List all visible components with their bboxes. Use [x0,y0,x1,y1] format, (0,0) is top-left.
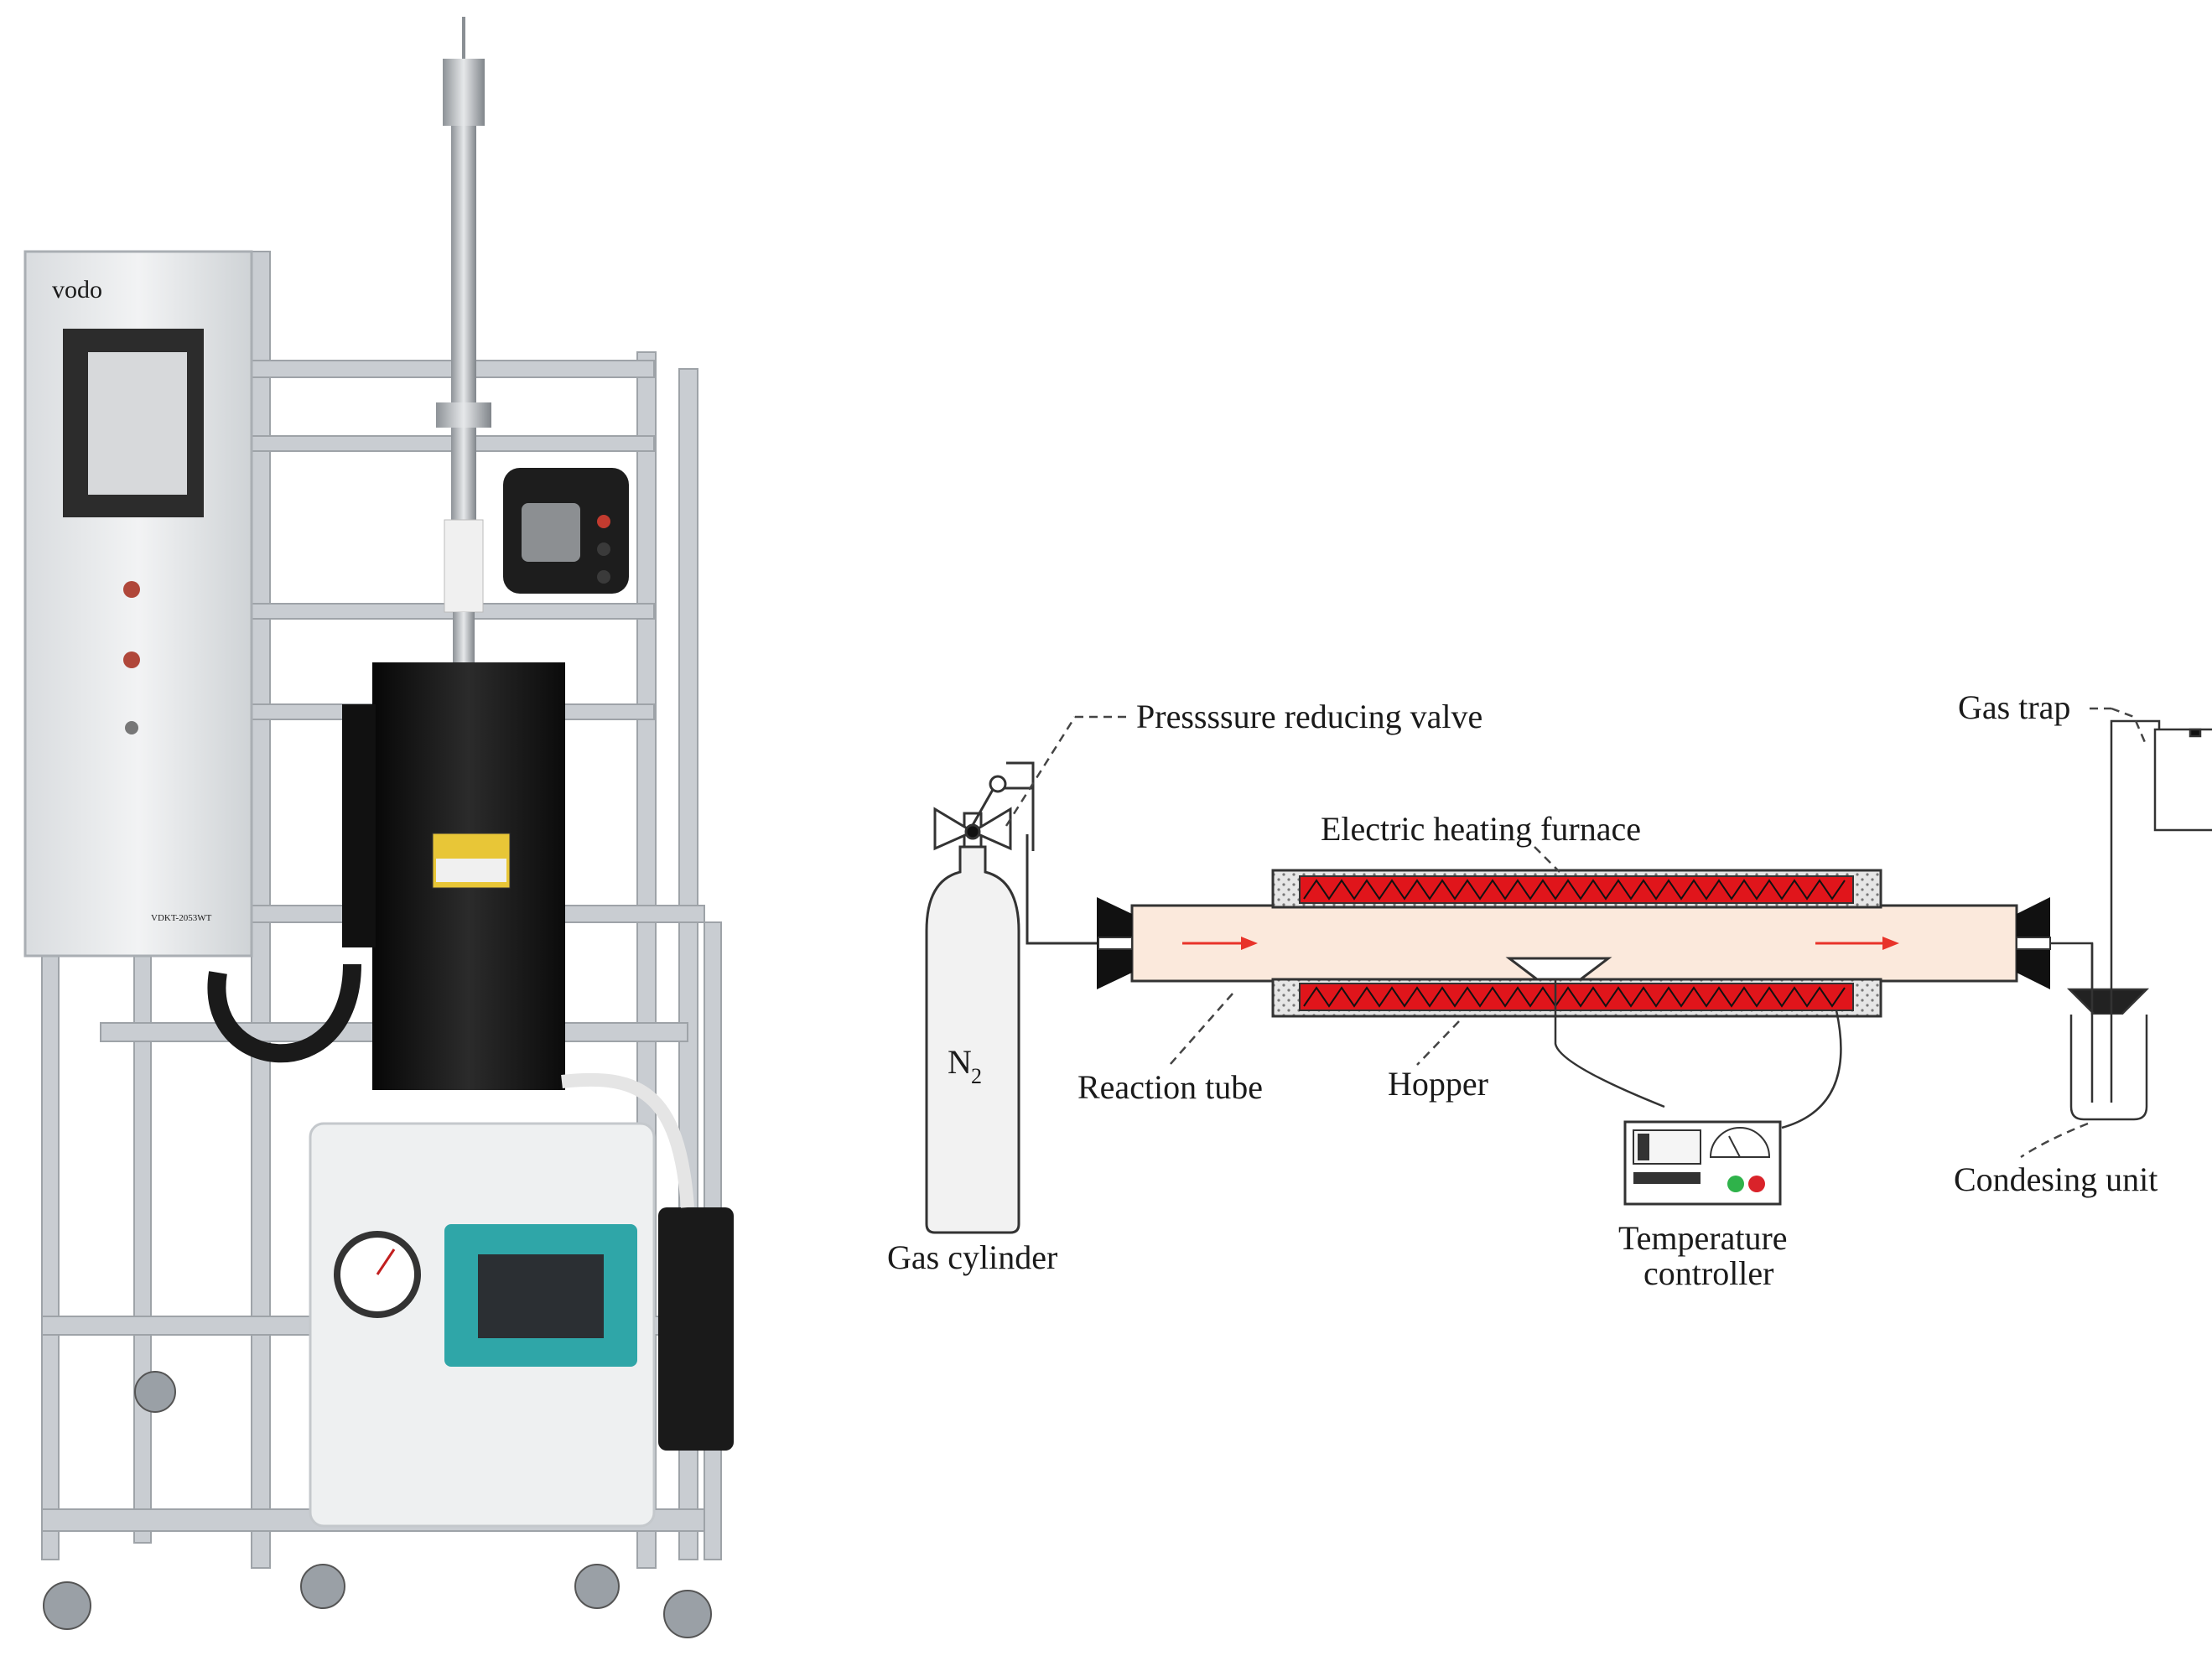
key-switch [125,721,138,734]
temperature-controller [1623,1120,1782,1206]
n2-label: N [948,1043,972,1081]
led-green [1727,1176,1744,1192]
casters [43,1371,712,1638]
leader-line-valve [1005,716,1077,827]
n2-subscript: 2 [971,1064,982,1088]
led-red [1748,1176,1765,1192]
pressure-reducing-valve [933,761,1035,851]
condensing-unit [2066,943,2150,1121]
leader-line-furnace [1534,846,1560,873]
hopper [1505,957,1612,981]
reaction-tube-label: Reaction tube [1077,1068,1263,1106]
gas-trap [2110,719,2212,1040]
tube-furnace [342,662,565,1090]
indicator-lamp [123,651,140,668]
peristaltic-pump [503,468,629,594]
chiller-unit [309,1072,734,1528]
model-plate: VDKT-2053WT [151,913,212,923]
gas-cylinder [925,812,1020,1234]
gas-trap-label: Gas trap [1958,688,2070,726]
flow-arrow-outlet [1815,937,1899,950]
schematic-svg: N 2 Gas cylinder Pressssure reducing val… [887,688,2212,1292]
leader-line-hopper [1416,1020,1460,1066]
cold-trap [658,1207,734,1451]
power-wire [1781,1010,1842,1129]
indicator-lamp [123,581,140,598]
electric-heating-furnace [1271,869,1882,1018]
leader-line-reaction-tube [1169,993,1233,1066]
coolant-hose [207,963,361,1063]
gas-cylinder-label: Gas cylinder [887,1238,1057,1276]
thermocouple-wire [1554,979,1665,1108]
apparatus-illustration: vodo VDKT-2053WT [23,17,734,1638]
schematic-diagram: N 2 Gas cylinder Pressssure reducing val… [839,620,2212,1308]
apparatus-photo: vodo VDKT-2053WT [0,0,788,1657]
temperature-controller-label-line2: controller [1643,1254,1774,1292]
feeder-rod [436,17,491,671]
flow-arrow-inlet [1182,937,1258,950]
condensing-unit-label: Condesing unit [1954,1160,2157,1198]
temperature-controller-label-line1: Temperature [1618,1219,1788,1257]
leader-line-condensing-unit [2020,1122,2089,1159]
furnace-label: Electric heating furnace [1321,810,1641,848]
brand-logo: vodo [52,276,102,304]
hopper-label: Hopper [1388,1065,1488,1103]
control-cabinet: vodo VDKT-2053WT [23,250,253,958]
valve-label: Pressssure reducing valve [1136,698,1482,735]
gas-line-inlet [1026,834,1097,945]
